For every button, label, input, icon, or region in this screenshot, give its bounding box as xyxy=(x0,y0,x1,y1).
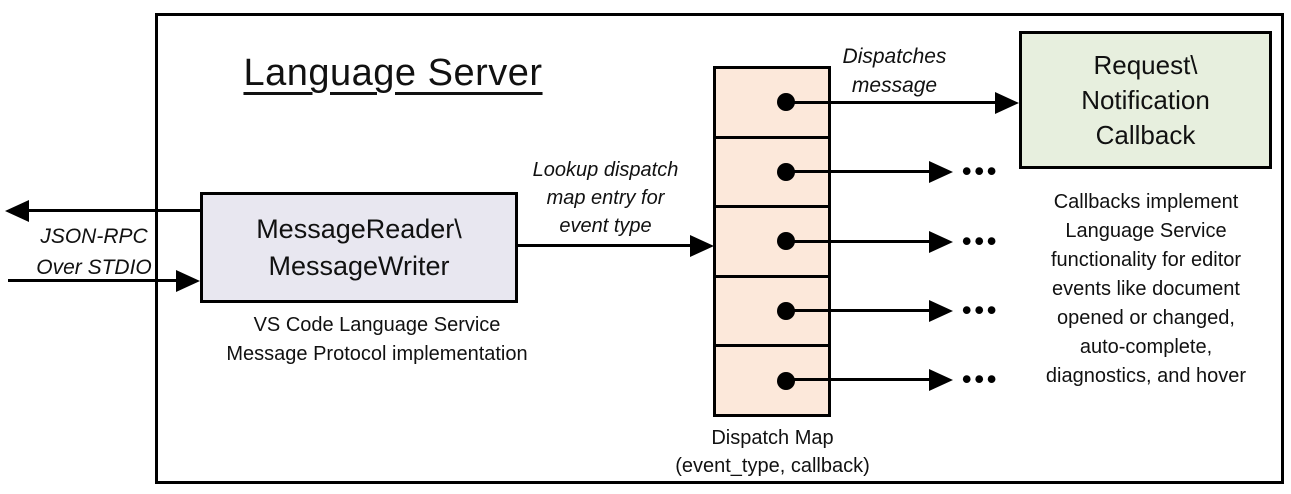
dispatch-arrow-line-4 xyxy=(786,309,932,312)
stdio-in-arrowhead-icon xyxy=(176,270,200,292)
stdio-channel-label-line: JSON-RPC xyxy=(40,225,148,248)
language-server-boundary xyxy=(155,13,1284,484)
dispatch-map-caption-line: (event_type, callback) xyxy=(675,455,870,477)
stdio-channel-label: JSON-RPC Over STDIO xyxy=(15,221,173,283)
dispatches-message-label-line: message xyxy=(851,74,938,97)
callback-box-line: Request\ xyxy=(1093,49,1198,80)
dispatch-arrowhead-icon xyxy=(929,300,953,322)
ellipsis-icon: ••• xyxy=(962,156,1000,186)
ellipsis-icon: ••• xyxy=(962,364,1000,394)
request-notification-callback-box: Request\ Notification Callback xyxy=(1019,31,1272,169)
lookup-arrowhead-icon xyxy=(690,235,714,257)
dispatch-arrowhead-icon xyxy=(929,369,953,391)
message-box-caption-line: VS Code Language Service xyxy=(253,314,501,336)
diagram-title: Language Server xyxy=(243,52,543,94)
message-box-line: MessageWriter xyxy=(268,250,450,281)
lookup-label-line: Lookup dispatch xyxy=(532,159,679,181)
ellipsis-icon: ••• xyxy=(962,226,1000,256)
dispatches-message-label-line: Dispatches xyxy=(842,45,947,68)
lookup-label-line: map entry for xyxy=(546,187,665,209)
dispatch-arrow-line-1 xyxy=(786,101,998,104)
callback-note-line: auto-complete, xyxy=(1079,336,1213,358)
dispatch-arrowhead-icon xyxy=(929,231,953,253)
message-box-caption-line: Message Protocol implementation xyxy=(226,343,528,365)
callback-note-line: opened or changed, xyxy=(1057,307,1235,329)
dispatch-arrowhead-icon xyxy=(995,92,1019,114)
dispatch-arrow-line-3 xyxy=(786,240,932,243)
message-box-line: MessageReader\ xyxy=(256,213,462,244)
dispatch-map-caption: Dispatch Map (event_type, callback) xyxy=(630,424,915,480)
lookup-label-line: event type xyxy=(559,215,652,237)
stdio-in-arrow-line xyxy=(8,279,180,282)
callback-box-line: Notification xyxy=(1081,84,1210,115)
dispatches-message-label: Dispatches message xyxy=(812,42,977,100)
dispatch-arrow-line-5 xyxy=(786,378,932,381)
message-box-caption: VS Code Language Service Message Protoco… xyxy=(188,311,566,369)
callback-note-line: diagnostics, and hover xyxy=(1045,365,1247,387)
dispatch-map-row xyxy=(716,278,828,348)
lookup-arrow-line xyxy=(517,244,693,247)
stdio-out-arrowhead-icon xyxy=(5,200,29,222)
stdio-channel-label-line: Over STDIO xyxy=(36,256,152,279)
callback-note-line: Language Service xyxy=(1065,220,1227,242)
stdio-out-arrow-line xyxy=(10,209,200,212)
ellipsis-icon: ••• xyxy=(962,295,1000,325)
callback-box-line: Callback xyxy=(1095,119,1196,150)
lookup-label: Lookup dispatch map entry for event type xyxy=(508,156,703,240)
dispatch-arrowhead-icon xyxy=(929,161,953,183)
callback-note-line: Callbacks implement xyxy=(1053,191,1239,213)
callback-note-line: events like document xyxy=(1052,278,1240,300)
dispatch-map-row xyxy=(716,139,828,209)
dispatch-arrow-line-2 xyxy=(786,170,932,173)
message-reader-writer-box: MessageReader\ MessageWriter xyxy=(200,192,518,303)
callback-note: Callbacks implement Language Service fun… xyxy=(1010,188,1282,391)
dispatch-map-caption-line: Dispatch Map xyxy=(711,427,834,449)
callback-note-line: functionality for editor xyxy=(1050,249,1242,271)
